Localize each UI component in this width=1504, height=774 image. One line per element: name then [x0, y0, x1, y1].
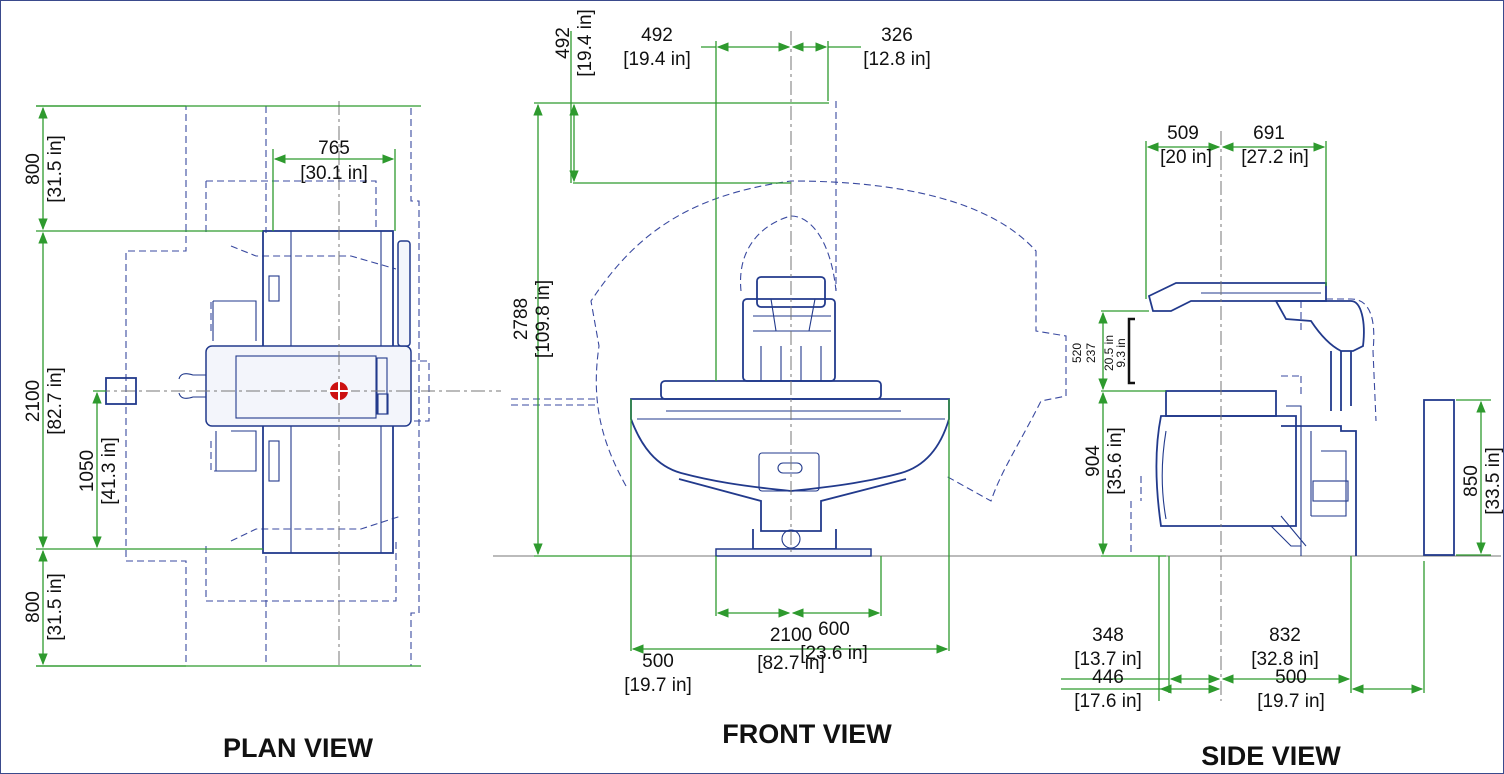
side-table-height-in: [35.6 in] [1105, 427, 1126, 495]
front-height-in: [109.8 in] [533, 280, 554, 358]
front-height-mm: 2788 [511, 298, 532, 340]
plan-length-mm: 2100 [23, 380, 44, 422]
front-top-right-mm: 326 [881, 25, 913, 46]
front-top-left-mm: 492 [641, 25, 673, 46]
front-bottom-left-in: [19.7 in] [624, 675, 692, 696]
plan-width-in: [30.1 in] [300, 163, 368, 184]
front-bottom-left-mm: 500 [642, 651, 674, 672]
front-top-vertical-mm: 492 [553, 27, 574, 59]
side-top-right-in: [27.2 in] [1241, 147, 1309, 168]
side-arm-range-mm2: 237 [1084, 343, 1098, 363]
front-top-vertical-in: [19.4 in] [575, 9, 596, 77]
side-low-right-mm: 500 [1275, 667, 1307, 688]
plan-view-title: PLAN VIEW [223, 733, 374, 763]
front-view-title: FRONT VIEW [722, 719, 892, 749]
side-mid-right-in: [32.8 in] [1251, 649, 1319, 670]
side-low-left-in: [17.6 in] [1074, 691, 1142, 712]
side-view [1061, 131, 1491, 701]
side-view-title: SIDE VIEW [1201, 741, 1341, 771]
side-arm-range-mm1: 520 [1070, 343, 1084, 363]
side-arm-range-in1: 20.5 in [1102, 335, 1116, 371]
front-top-left-in: [19.4 in] [623, 49, 691, 70]
side-mid-left-in: [13.7 in] [1074, 649, 1142, 670]
plan-bottom-clearance-in: [31.5 in] [45, 573, 66, 641]
side-console-height-mm: 850 [1461, 465, 1482, 497]
plan-half-length-mm: 1050 [77, 450, 98, 492]
plan-top-clearance-mm: 800 [23, 153, 44, 185]
plan-view [36, 101, 501, 667]
side-mid-left-mm: 348 [1092, 625, 1124, 646]
side-table-height-mm: 904 [1083, 445, 1104, 477]
plan-half-length-in: [41.3 in] [99, 437, 120, 505]
front-bottom-right-in: [23.6 in] [800, 643, 868, 664]
plan-bottom-clearance-mm: 800 [23, 591, 44, 623]
side-top-right-mm: 691 [1253, 123, 1285, 144]
side-top-left-in: [20 in] [1160, 147, 1212, 168]
front-total-width-in: [82.7 in] [757, 653, 825, 674]
front-view [493, 31, 1501, 654]
plan-width-mm: 765 [318, 138, 350, 159]
side-console-height-in: [33.5 in] [1483, 447, 1503, 515]
side-low-right-in: [19.7 in] [1257, 691, 1325, 712]
plan-top-clearance-in: [31.5 in] [45, 135, 66, 203]
side-mid-right-mm: 832 [1269, 625, 1301, 646]
front-bottom-right-mm: 600 [818, 619, 850, 640]
front-total-width-mm: 2100 [770, 625, 812, 646]
side-top-left-mm: 509 [1167, 123, 1199, 144]
plan-length-in: [82.7 in] [45, 367, 66, 435]
side-low-left-mm: 446 [1092, 667, 1124, 688]
side-arm-range-in2: 9.3 in [1114, 338, 1128, 367]
front-top-right-in: [12.8 in] [863, 49, 931, 70]
